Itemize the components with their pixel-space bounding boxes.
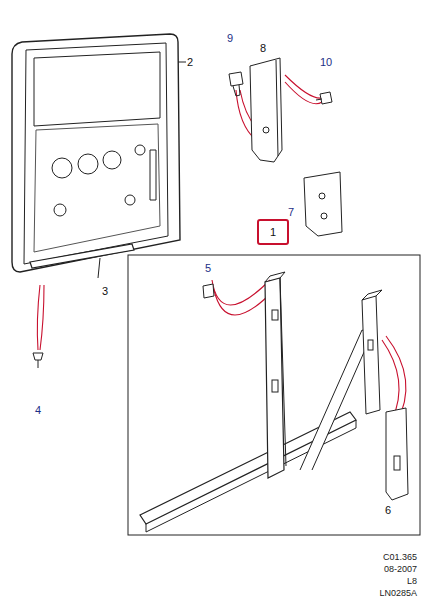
callout-number: 8 [260, 43, 266, 54]
callout-number: 1 [259, 227, 287, 238]
callout-number: 5 [205, 263, 211, 274]
drawing-code: L8 [407, 577, 417, 586]
callout-number: 10 [320, 57, 332, 68]
drawing-code: 08-2007 [384, 565, 417, 574]
callout-number: 2 [187, 57, 193, 68]
callout-number: 6 [385, 505, 391, 516]
callout-number: 9 [227, 33, 233, 44]
drawing-code: LN0285A [379, 589, 417, 598]
callout-number: 7 [288, 207, 294, 218]
callout-number: 3 [102, 286, 108, 297]
highlight-box: 1 [257, 219, 289, 245]
callout-number: 4 [35, 405, 41, 416]
drawing-code: C01.365 [383, 553, 417, 562]
